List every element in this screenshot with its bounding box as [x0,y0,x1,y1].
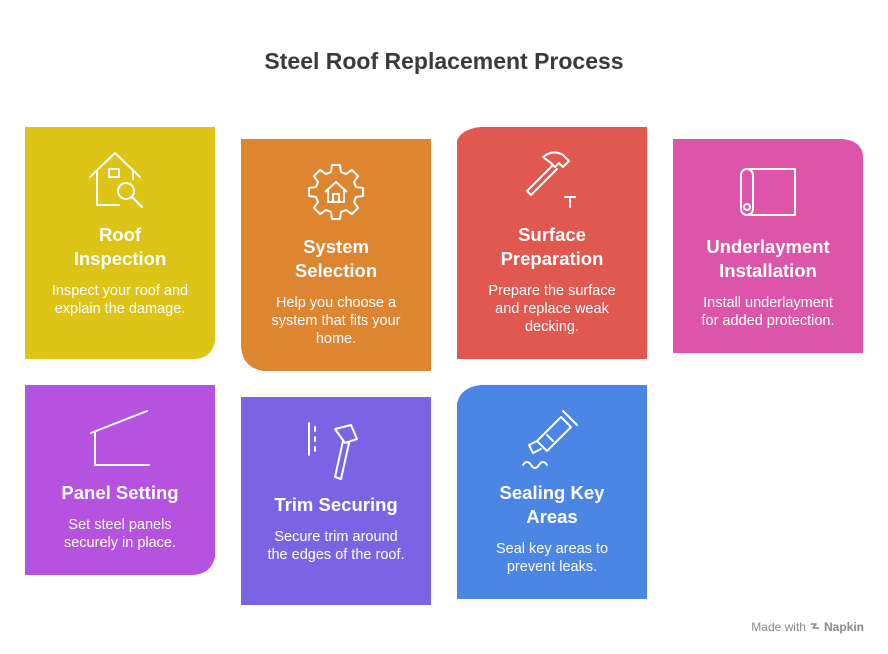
roll-icon [740,168,796,216]
step-heading: Panel Setting [61,482,179,503]
step-card-trim-securing: Trim Securing Secure trim around the edg… [241,397,431,605]
card-background [25,385,215,575]
step-card-roof-inspection: Roof Inspection Inspect your roof and ex… [25,127,215,359]
step-heading: System Selection [294,236,378,281]
card-background [457,385,647,599]
card-background [241,397,431,605]
step-description: Seal key areas to prevent leaks. [495,541,609,575]
hammer-nail-icon [526,151,576,208]
card-shape [241,139,431,371]
step-heading: Sealing Key Areas [499,482,605,527]
hammer-trim-icon [308,422,358,480]
roof-panel-icon [90,410,150,466]
card-shape [241,397,431,605]
card-shape [457,385,647,599]
caulk-gun-icon [522,410,578,469]
step-heading: Underlayment Installation [706,236,830,281]
step-description: Help you choose a system that fits your … [271,295,401,347]
step-description: Set steel panels securely in place. [63,517,177,551]
napkin-brand: Napkin [823,620,864,634]
step-heading: Roof Inspection [73,224,167,269]
gear-house-icon [308,164,364,220]
card-background [673,139,863,353]
step-description: Inspect your roof and explain the damage… [51,283,189,317]
step-heading: Trim Securing [274,494,398,515]
napkin-logo-icon [810,623,819,629]
step-card-panel-setting: Panel Setting Set steel panels securely … [25,385,215,575]
made-with-napkin-footer: Made with Napkin [751,620,864,634]
card-background [241,139,431,371]
step-card-system-selection: System Selection Help you choose a syste… [241,139,431,371]
step-card-underlayment-installation: Underlayment Installation Install underl… [673,139,863,353]
card-shape [457,127,647,359]
step-description: Secure trim around the edges of the roof… [267,529,405,563]
step-card-sealing-key-areas: Sealing Key Areas Seal key areas to prev… [457,385,647,599]
house-search-icon [89,152,143,208]
step-description: Prepare the surface and replace weak dec… [488,283,616,335]
made-with-label: Made with [751,620,806,634]
card-shape [673,139,863,353]
step-heading: Surface Preparation [500,224,604,269]
card-background [25,127,215,359]
card-shape [25,385,215,575]
step-description: Install underlayment for added protectio… [701,295,835,329]
card-shape [25,127,215,359]
step-card-surface-preparation: Surface Preparation Prepare the surface … [457,127,647,359]
card-background [457,127,647,359]
diagram-title: Steel Roof Replacement Process [264,48,624,74]
